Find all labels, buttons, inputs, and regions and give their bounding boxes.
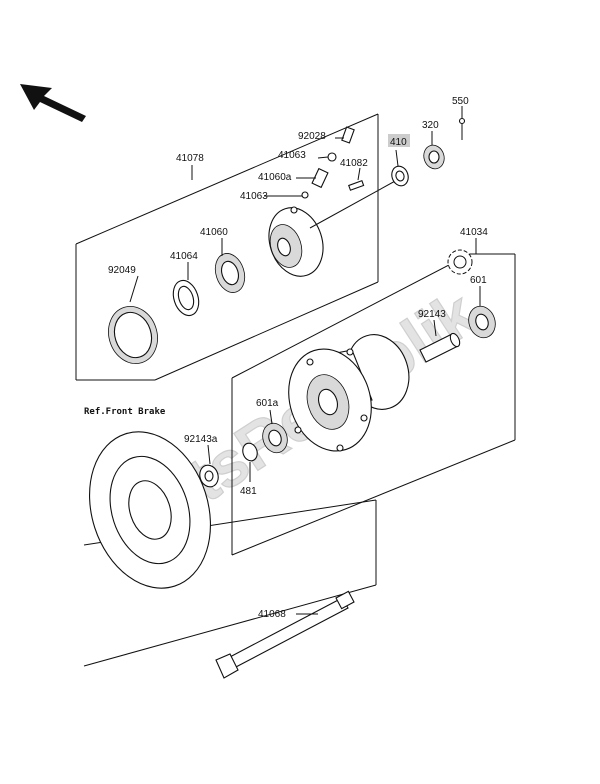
label-41034[interactable]: 41034	[460, 227, 488, 238]
label-481[interactable]: 481	[240, 486, 257, 497]
gear-icon	[447, 249, 473, 275]
part-41064-collar	[172, 279, 200, 317]
sprocket-assembly-frame	[75, 113, 379, 381]
part-92143-spacer	[419, 332, 461, 363]
label-41068[interactable]: 41068	[258, 609, 286, 620]
part-410-washer	[309, 165, 409, 229]
part-601-bearing	[468, 305, 496, 339]
part-481-circlip	[242, 442, 258, 462]
label-41063-upper[interactable]: 41063	[278, 150, 306, 161]
reference-note: Ref.Front Brake	[84, 407, 166, 417]
part-92049-oil-seal	[108, 306, 158, 364]
hub-assembly-frame	[231, 238, 516, 556]
part-41082-pin	[348, 180, 365, 191]
part-550-cotter-pin	[458, 117, 466, 140]
part-41060-bearing	[214, 253, 246, 293]
part-92143a-spacer	[199, 464, 219, 488]
label-410[interactable]: 410	[390, 137, 407, 148]
label-320[interactable]: 320	[422, 120, 439, 131]
label-550[interactable]: 550	[452, 96, 469, 107]
part-92028-bolt	[341, 126, 355, 144]
part-410-highlight	[388, 134, 410, 147]
label-41060[interactable]: 41060	[200, 227, 228, 238]
arrow-up-left-icon	[20, 84, 86, 122]
label-92143[interactable]: 92143	[418, 309, 446, 320]
part-41068-axle	[215, 590, 355, 679]
label-92028[interactable]: 92028	[298, 131, 326, 142]
part-41034-wheel-hub	[288, 334, 410, 452]
part-41060a-stud	[311, 167, 329, 189]
label-41063-lower[interactable]: 41063	[240, 191, 268, 202]
label-41078[interactable]: 41078	[176, 153, 204, 164]
part-320-nut	[423, 144, 445, 170]
brake-disc	[89, 431, 211, 589]
part-41078-sprocket-hub	[268, 206, 324, 277]
label-41082[interactable]: 41082	[340, 158, 368, 169]
label-41064[interactable]: 41064	[170, 251, 198, 262]
leader-lines	[129, 106, 481, 615]
label-601[interactable]: 601	[470, 275, 487, 286]
part-601a-bearing	[262, 422, 288, 454]
label-41060a[interactable]: 41060a	[258, 172, 292, 183]
label-92049[interactable]: 92049	[108, 265, 136, 276]
label-601a[interactable]: 601a	[256, 398, 279, 409]
label-92143a[interactable]: 92143a	[184, 434, 218, 445]
